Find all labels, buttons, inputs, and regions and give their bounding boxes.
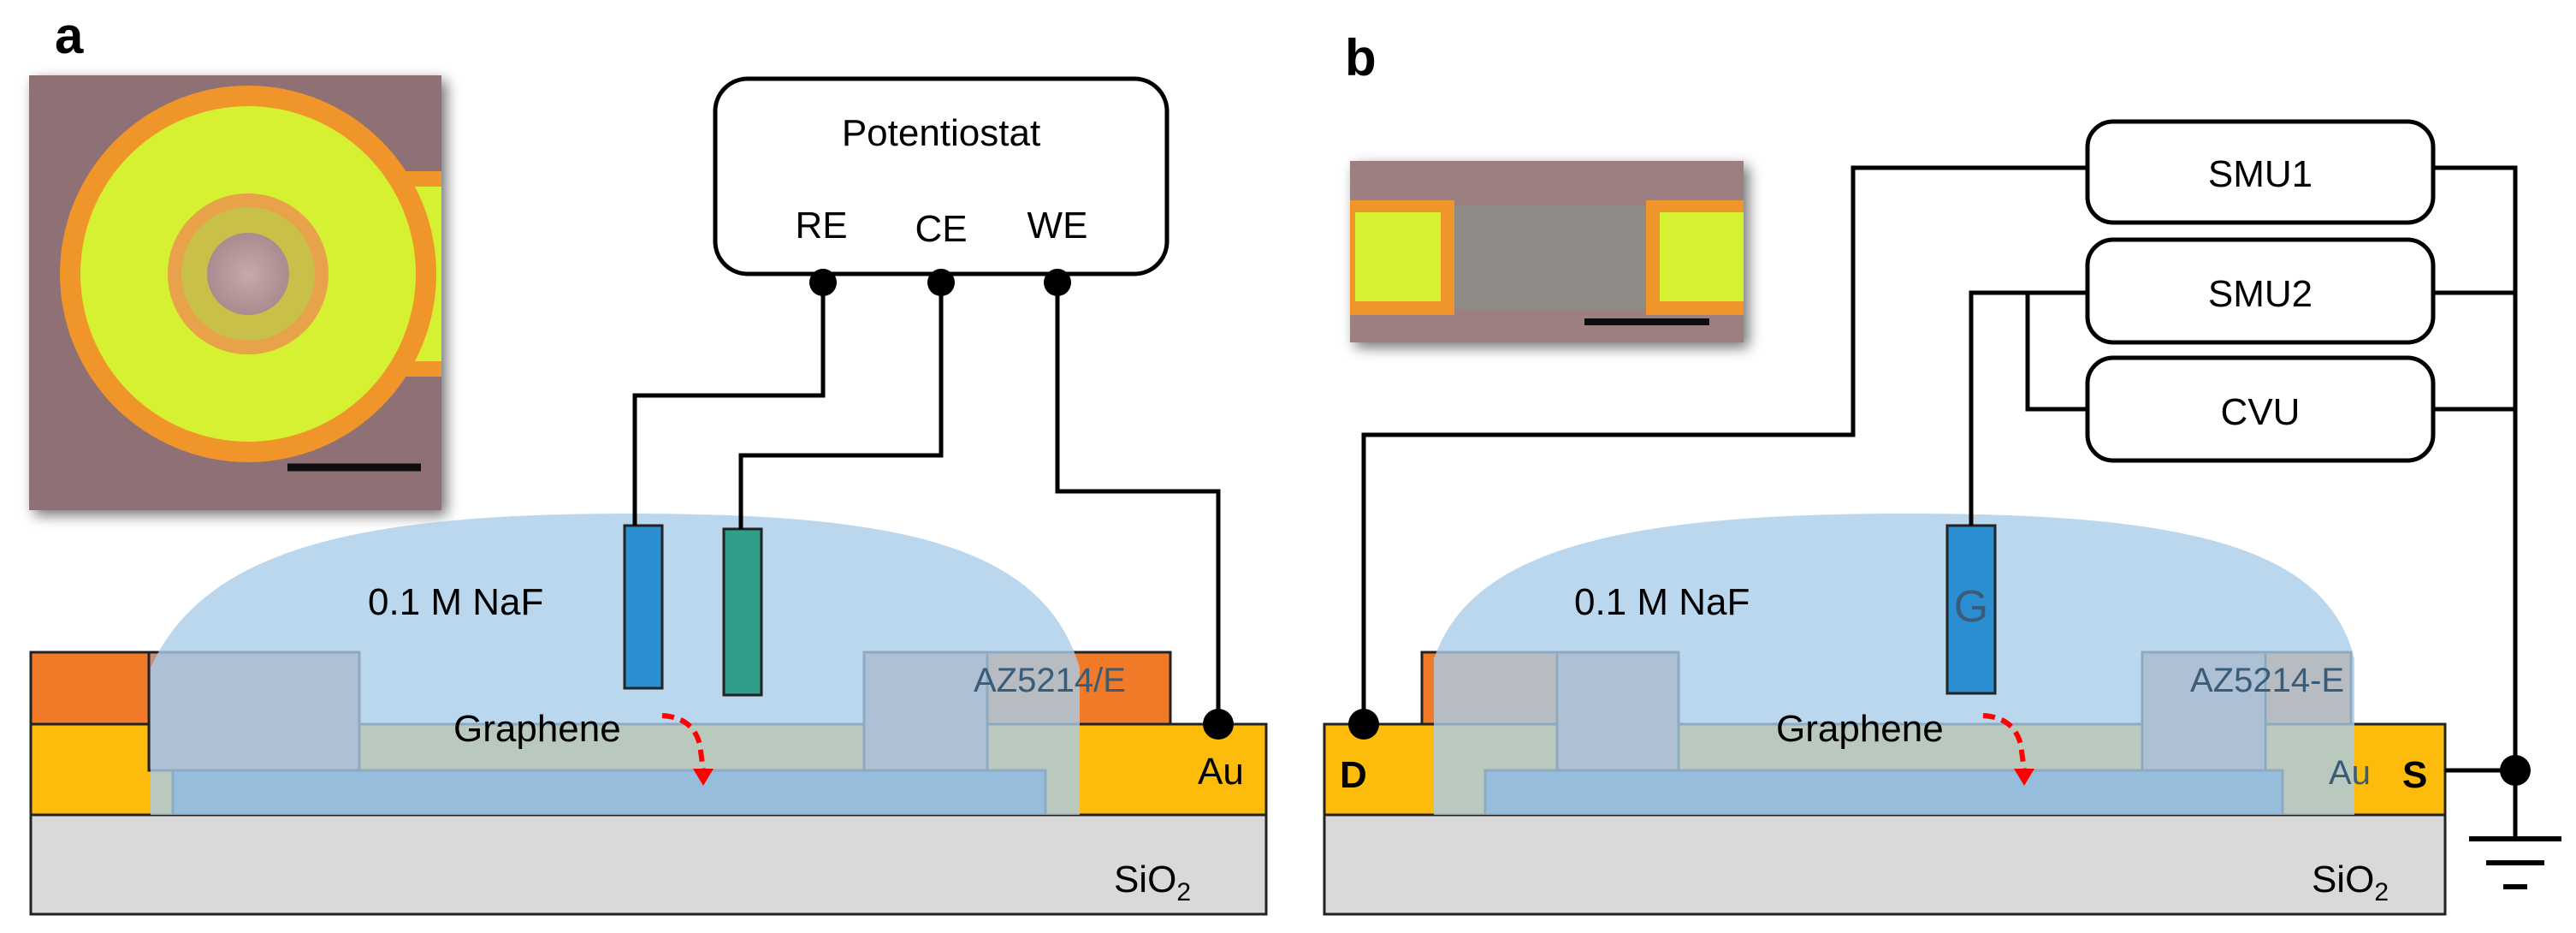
substrate-a bbox=[29, 813, 1268, 916]
wire-smu1-right bbox=[2433, 165, 2518, 770]
wire-ce bbox=[738, 282, 944, 529]
current-arrow-a-head bbox=[693, 769, 714, 786]
panel-b-letter: b bbox=[1345, 29, 1377, 86]
source-label: S bbox=[2402, 754, 2427, 796]
panel-a: a Potentiostat RE CE WE SiO2 bbox=[29, 7, 1268, 916]
ce-electrode bbox=[722, 527, 763, 697]
wire-drain bbox=[1361, 165, 2087, 724]
smu1-box bbox=[2085, 119, 2436, 225]
substrate-b-label: SiO2 bbox=[2312, 859, 2389, 906]
substrate-b bbox=[1323, 813, 2447, 916]
smu1-label: SMU1 bbox=[2208, 153, 2312, 195]
electrolyte-label-b: 0.1 M NaF bbox=[1574, 581, 1750, 623]
we-contact-dot bbox=[1203, 709, 1234, 740]
ground-icon bbox=[2469, 836, 2561, 889]
electrolyte-droplet-a bbox=[151, 514, 1080, 815]
drain-label: D bbox=[1340, 754, 1367, 796]
gate-electrode bbox=[1945, 524, 1997, 695]
potentiostat-label: Potentiostat bbox=[842, 112, 1040, 154]
panel-b: b SMU1 SMU2 CVU SiO2 0.1 M bbox=[1323, 29, 2561, 916]
wire-gate bbox=[1969, 290, 2087, 526]
electrolyte-droplet-b bbox=[1434, 514, 2354, 815]
smu2-label: SMU2 bbox=[2208, 273, 2312, 315]
gate-label: G bbox=[1954, 582, 1988, 632]
micrograph-a bbox=[29, 75, 441, 510]
panel-a-letter: a bbox=[55, 7, 84, 64]
terminal-ce-label: CE bbox=[915, 208, 967, 250]
current-arrow-b-head bbox=[2014, 769, 2034, 786]
wire-we bbox=[1055, 282, 1221, 724]
electrolyte-label-a: 0.1 M NaF bbox=[368, 581, 543, 623]
drain-contact-dot bbox=[1348, 709, 1379, 740]
resist-label-b: AZ5214-E bbox=[2190, 662, 2344, 699]
wire-cvu-gate bbox=[2025, 293, 2087, 412]
wire-re bbox=[632, 282, 826, 526]
current-arrow-b bbox=[1982, 713, 2027, 771]
resist-label-a: AZ5214/E bbox=[974, 662, 1126, 699]
substrate-a-label: SiO2 bbox=[1114, 859, 1191, 906]
cvu-label: CVU bbox=[2221, 391, 2301, 433]
au-label-a: Au bbox=[1198, 751, 1244, 793]
graphene-label-a: Graphene bbox=[453, 708, 621, 750]
current-arrow-a bbox=[661, 713, 706, 771]
au-label-b: Au bbox=[2329, 754, 2371, 792]
terminal-we-label: WE bbox=[1027, 205, 1088, 247]
terminal-re-label: RE bbox=[795, 205, 847, 247]
re-electrode bbox=[623, 524, 664, 690]
micrograph-b bbox=[1350, 161, 1744, 342]
graphene-label-b: Graphene bbox=[1776, 708, 1944, 750]
